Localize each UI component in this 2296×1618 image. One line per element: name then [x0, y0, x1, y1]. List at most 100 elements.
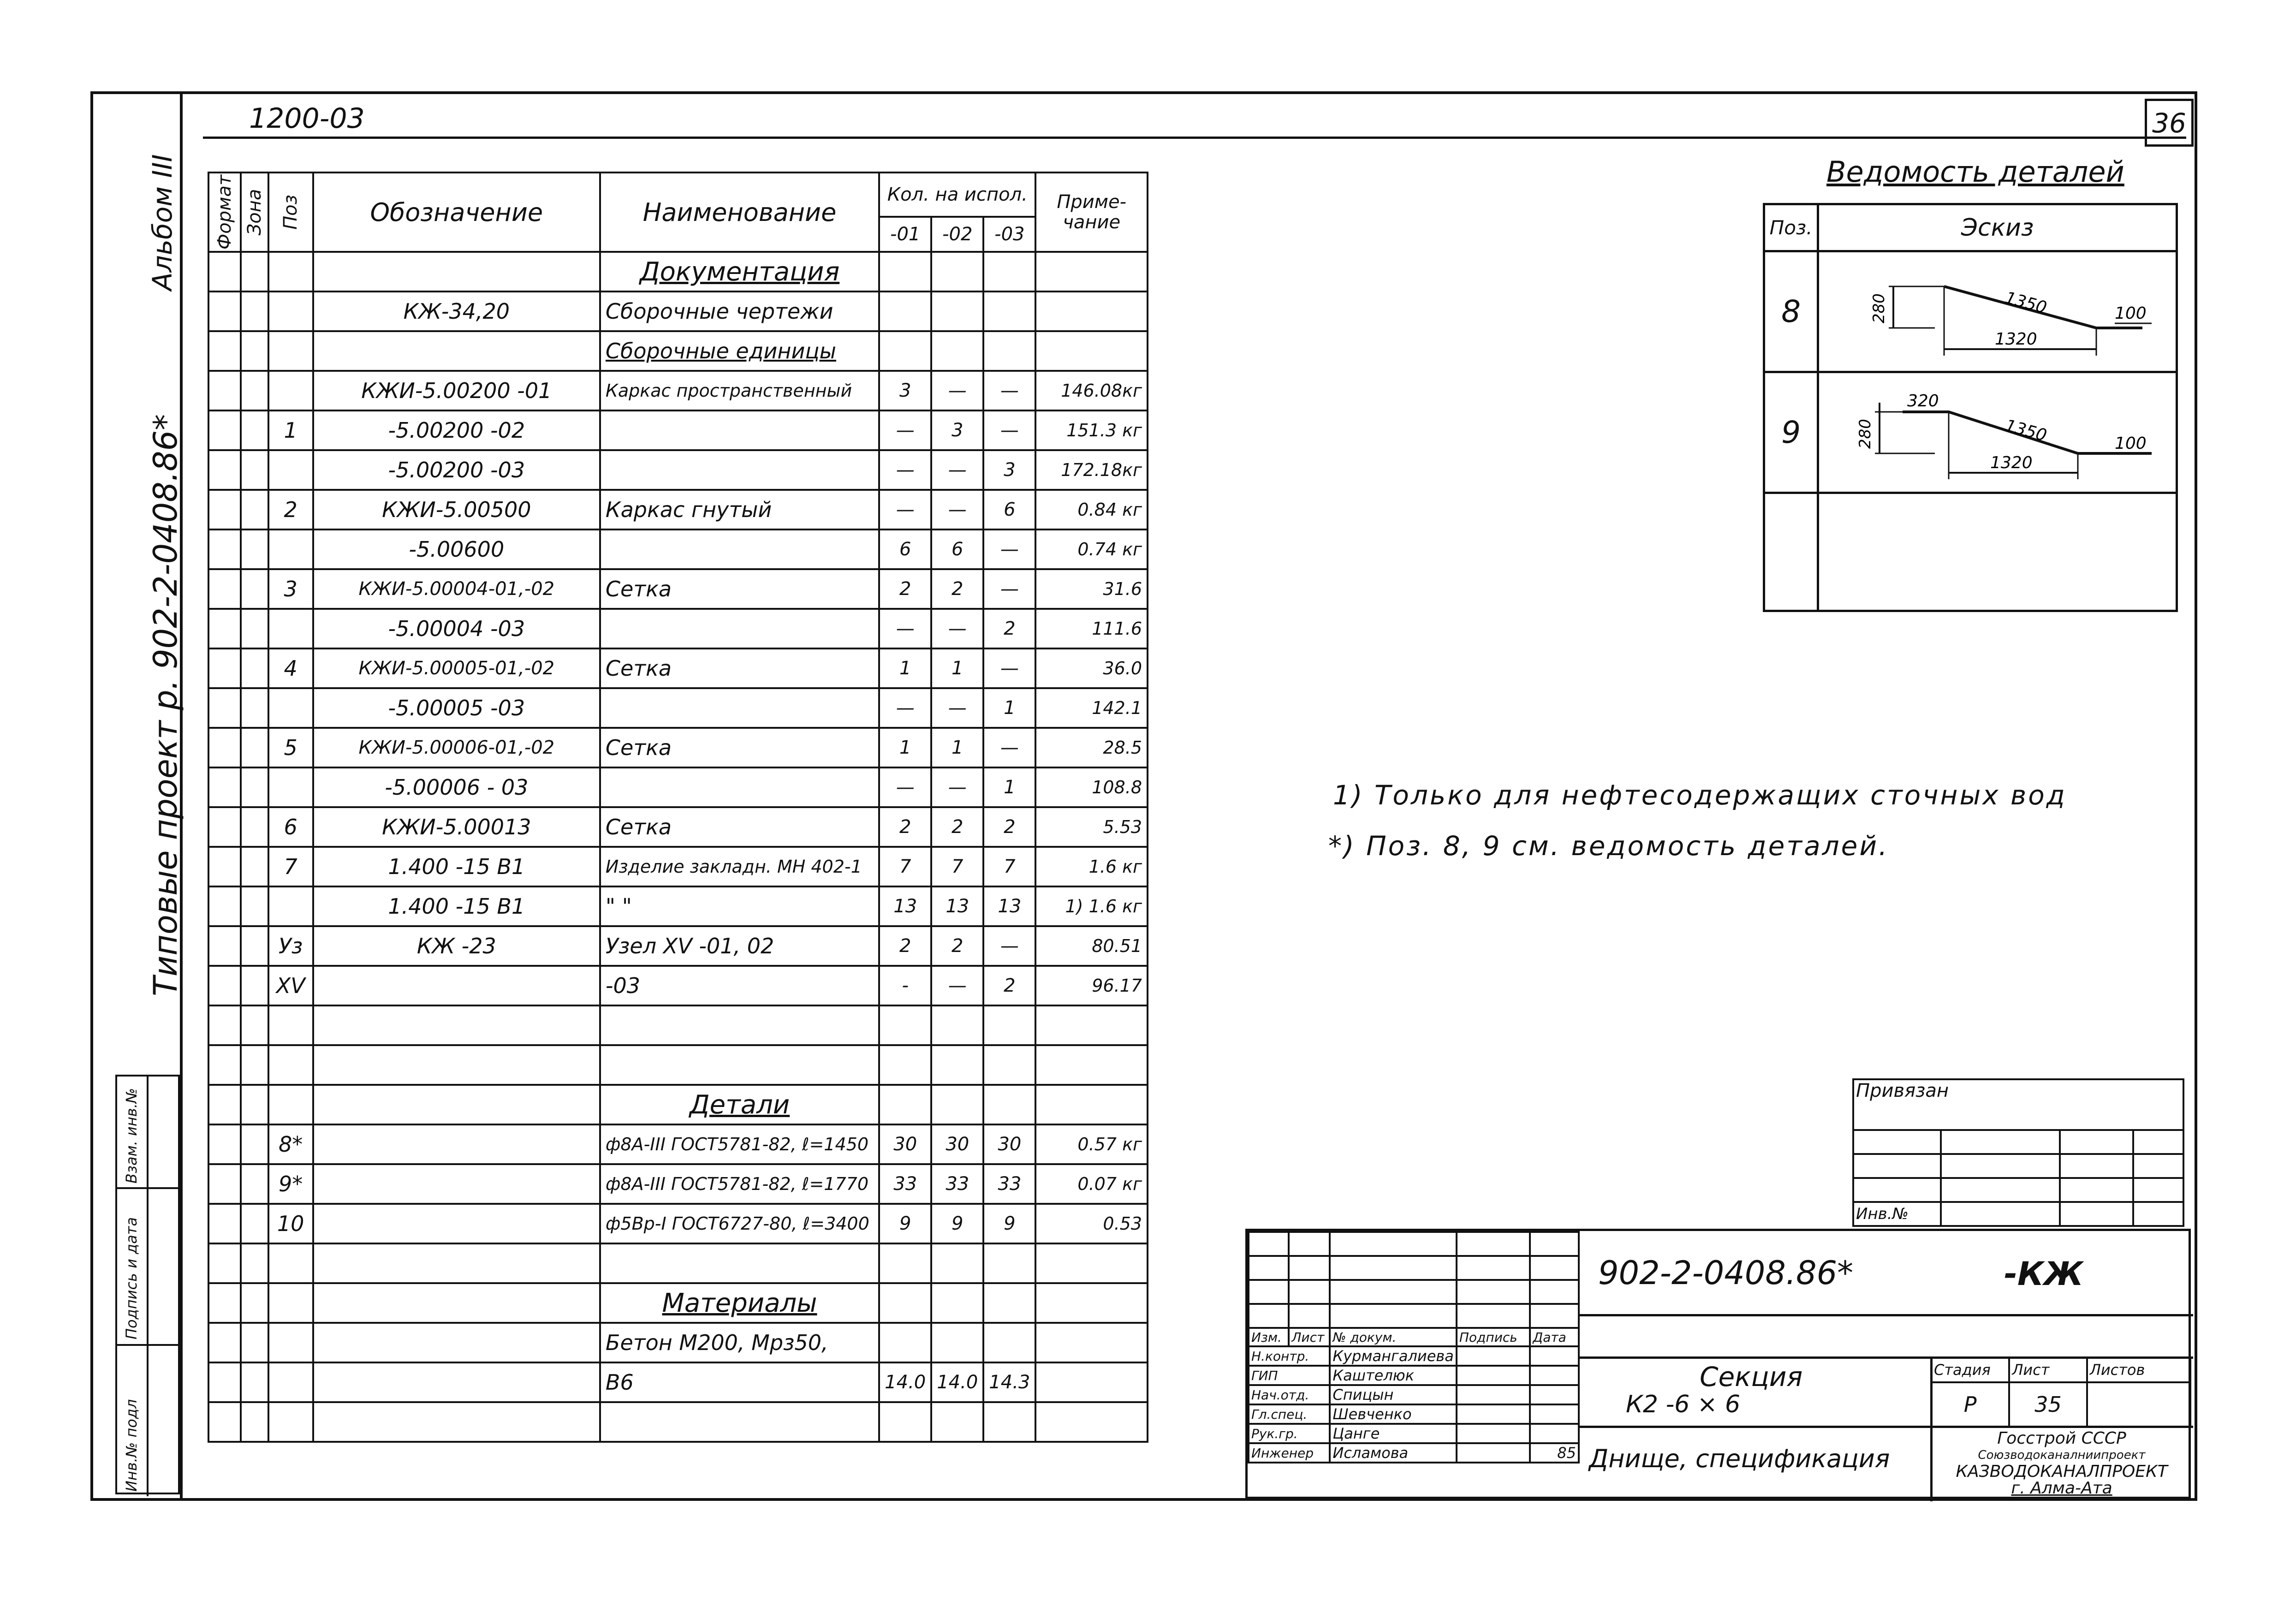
- cell-format: [207, 1044, 242, 1086]
- sig-date: [1529, 1345, 1580, 1367]
- cell-qty-03: [982, 1005, 1037, 1046]
- cell-zone: [240, 965, 269, 1006]
- cell-name: ф8А-III ГОСТ5781-82, ℓ=1450: [599, 1124, 880, 1165]
- svg-text:1350: 1350: [2003, 416, 2049, 445]
- sig-name: Спицын: [1329, 1384, 1457, 1405]
- cell-format: [207, 1163, 242, 1205]
- header-name: Наименование: [599, 172, 880, 253]
- cell-qty-03: —: [982, 370, 1037, 411]
- cell-qty-01: 33: [878, 1163, 933, 1205]
- cell-name: Детали: [599, 1084, 880, 1125]
- cell-format: [207, 806, 242, 848]
- organization: Госстрой СССР Союзводоканалниипроект КАЗ…: [1935, 1430, 2189, 1497]
- cell-format: [207, 410, 242, 451]
- cell-name: [599, 1044, 880, 1086]
- cell-qty-02: 2: [930, 925, 985, 967]
- cell-name: ф8А-III ГОСТ5781-82, ℓ=1770: [599, 1163, 880, 1205]
- stamp-divider: [117, 1187, 182, 1189]
- sheet-value: 35: [2008, 1381, 2088, 1428]
- cell-qty-01: —: [878, 687, 933, 729]
- cell-format: [207, 370, 242, 411]
- cell-qty-02: [930, 1005, 985, 1046]
- cell-format: [207, 1282, 242, 1324]
- cell-qty-01: 7: [878, 846, 933, 887]
- cell-qty-02: [930, 1401, 985, 1443]
- header-format: Формат: [207, 172, 242, 253]
- title-row-divider: [1580, 1426, 2193, 1428]
- sheet-title: Днище, спецификация: [1589, 1444, 1890, 1473]
- sheets-value: [2086, 1381, 2192, 1428]
- sig-date: [1529, 1384, 1580, 1405]
- cell-zone: [240, 1044, 269, 1086]
- title-col-divider: [1930, 1356, 1933, 1501]
- cell-designation: -5.00200 -02: [312, 410, 601, 451]
- sig-signature: [1455, 1404, 1531, 1425]
- cell-note: [1035, 1005, 1148, 1046]
- stamp-label-replace: Взам. инв.№: [123, 1088, 140, 1184]
- sig-date: 85: [1529, 1442, 1580, 1463]
- svg-text:280: 280: [1870, 293, 1888, 323]
- sig-name: Исламова: [1329, 1442, 1457, 1463]
- svg-text:1320: 1320: [1990, 453, 2033, 472]
- svg-text:100: 100: [2115, 434, 2147, 453]
- cell-designation: КЖ -23: [312, 925, 601, 967]
- cell-qty-03: 1: [982, 687, 1037, 729]
- cell-note: [1035, 1243, 1148, 1284]
- cell-qty-03: —: [982, 529, 1037, 570]
- cell-zone: [240, 370, 269, 411]
- cell-qty-02: [930, 330, 985, 372]
- cell-name: [599, 608, 880, 649]
- cell-qty-02: 1: [930, 648, 985, 689]
- cell-name: [599, 1005, 880, 1046]
- cell-qty-01: 2: [878, 925, 933, 967]
- cell-qty-01: 1: [878, 727, 933, 768]
- cell-designation: -5.00004 -03: [312, 608, 601, 649]
- cell-pos: [267, 1322, 314, 1363]
- cell-format: [207, 291, 242, 332]
- sig-header: Изм.: [1247, 1327, 1290, 1347]
- cell-zone: [240, 925, 269, 967]
- cell-qty-01: [878, 330, 933, 372]
- cell-designation: [312, 251, 601, 292]
- cell-format: [207, 767, 242, 808]
- cell-format: [207, 1362, 242, 1403]
- cell-qty-02: —: [930, 489, 985, 530]
- cell-qty-03: 9: [982, 1203, 1037, 1244]
- details-empty-sketch: [1817, 492, 2178, 612]
- side-album: Альбом III: [147, 154, 178, 291]
- svg-text:1320: 1320: [1995, 330, 2037, 349]
- cell-qty-01: [878, 1044, 933, 1086]
- cell-name: [599, 410, 880, 451]
- cell-note: [1035, 330, 1148, 372]
- cell-qty-01: [878, 251, 933, 292]
- cell-zone: [240, 1362, 269, 1403]
- cell-designation: -5.00005 -03: [312, 687, 601, 729]
- header-qty-02: -02: [930, 216, 985, 253]
- cell-qty-02: 33: [930, 1163, 985, 1205]
- cell-pos: 7: [267, 846, 314, 887]
- cell-designation: КЖИ-5.00500: [312, 489, 601, 530]
- cell-note: [1035, 1322, 1148, 1363]
- cell-pos: 1: [267, 410, 314, 451]
- title-code: 902-2-0408.86*: [1598, 1254, 1854, 1292]
- specification-table: Формат Зона Поз Обозначение Наименование…: [207, 172, 1148, 1443]
- cell-qty-02: [930, 1282, 985, 1324]
- cell-format: [207, 727, 242, 768]
- cell-pos: [267, 767, 314, 808]
- cell-qty-02: —: [930, 965, 985, 1006]
- cell-qty-02: 13: [930, 886, 985, 927]
- header-designation: Обозначение: [312, 172, 601, 253]
- cell-designation: 1.400 -15 В1: [312, 846, 601, 887]
- cell-format: [207, 648, 242, 689]
- title-suffix: -КЖ: [2004, 1255, 2083, 1293]
- cell-qty-02: 2: [930, 806, 985, 848]
- org-line-3: КАЗВОДОКАНАЛПРОЕКТ: [1956, 1462, 2168, 1481]
- cell-pos: XV: [267, 965, 314, 1006]
- sig-header: Дата: [1529, 1327, 1580, 1347]
- cell-qty-03: [982, 1243, 1037, 1284]
- details-header-sketch: Эскиз: [1817, 203, 2178, 252]
